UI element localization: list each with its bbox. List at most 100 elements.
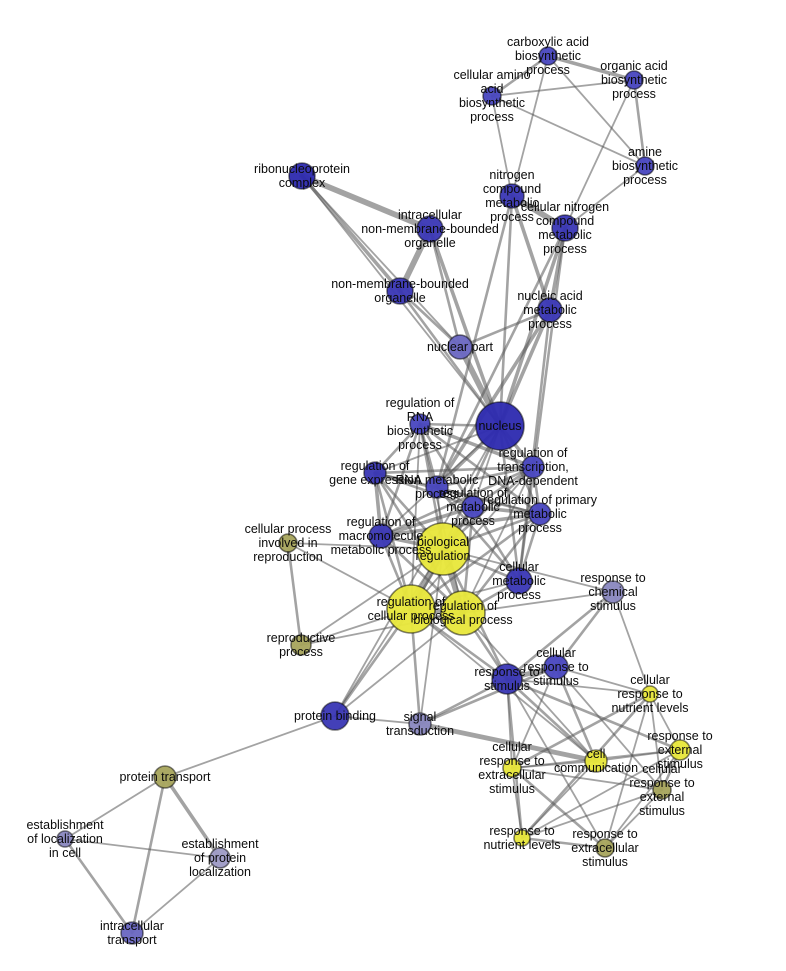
edge-cellnitrogen-cellmet [517,226,567,583]
edge-carbox-nitrogen [511,55,549,197]
edge-regtrans-regbio [462,466,534,614]
node-cellrespstim[interactable] [543,654,569,680]
node-respext[interactable] [669,739,691,761]
node-intranmb[interactable] [416,215,444,243]
edge-cellrespnutr-cellrespext [649,693,663,791]
edge-cellrepro-repro [286,541,303,647]
edge-amine-cellnitrogen [564,165,646,229]
edge-regmet-cellmet [471,505,521,583]
node-rnp[interactable] [288,162,316,190]
node-regmacro[interactable] [368,523,394,549]
node-nucleus[interactable] [475,401,525,451]
node-protbind[interactable] [320,701,350,731]
edge-cellnitrogen-rnamet [435,226,567,489]
edge-respext-respextracell [604,749,681,849]
node-prottrans[interactable] [153,765,177,789]
node-regprimary[interactable] [528,502,552,526]
node-estprotloc[interactable] [209,847,231,869]
edge-prottrans-intratrans [130,775,167,935]
edge-regRNAbio-regmet [418,422,475,509]
node-respnutr[interactable] [513,829,531,847]
edge-cellnitrogen-nucleus [498,226,567,428]
edge-protbind-prottrans [164,715,336,778]
node-amine[interactable] [635,156,655,176]
node-nitrogen[interactable] [499,183,525,209]
node-regmet[interactable] [461,495,485,519]
node-intratrans[interactable] [120,921,144,945]
edge-cellrespext-respextracell [604,789,663,849]
node-cellrespnutr[interactable] [641,685,659,703]
node-bioreg[interactable] [416,522,470,576]
edge-bioreg-repro [300,548,444,646]
edge-organic-amine [632,78,647,168]
edge-rnamet-cellmet [435,485,521,583]
node-aminoacid[interactable] [482,86,502,106]
edge-bioreg-respchem [442,548,614,593]
node-repro[interactable] [290,634,312,656]
node-cellrepro[interactable] [278,533,298,553]
node-regtrans[interactable] [521,455,545,479]
edge-respnutr-respextracell [520,836,607,850]
node-cellrespextracell[interactable] [502,758,522,778]
edge-regRNAbio-regtrans [418,422,535,469]
edge-regbio-respchem [462,591,614,614]
node-regbio[interactable] [440,590,486,636]
node-nmborg[interactable] [386,277,414,305]
node-respextracell[interactable] [595,838,615,858]
node-respchem[interactable] [601,580,625,604]
edge-rnp-intranmb [299,173,433,232]
node-sigtrans[interactable] [408,712,432,736]
node-regcell[interactable] [386,584,436,634]
node-respstim[interactable] [491,663,523,695]
node-estloc[interactable] [56,830,74,848]
node-cellcomm[interactable] [584,749,608,773]
node-carbox[interactable] [538,46,558,66]
node-cellrespext[interactable] [652,780,672,800]
node-nucacid[interactable] [537,297,563,323]
edge-nucleus-cellmet [498,424,521,583]
node-nucpart[interactable] [447,334,473,360]
edge-rnp-nmborg [300,174,402,293]
node-reggene[interactable] [363,461,387,485]
edge-respstim-respext [505,677,682,752]
node-label-nucleus: nucleus [478,419,521,433]
edge-aminoacid-nitrogen [491,95,513,197]
edge-aminoacid-amine [491,95,646,167]
edge-organic-cellnitrogen [564,79,635,229]
edge-carbox-amine [547,55,646,167]
node-regRNAbio[interactable] [409,413,431,435]
edge-carbox-organic [546,54,636,82]
node-label-prottrans: protein transport [119,770,211,784]
edge-respchem-cellrespnutr [612,591,651,695]
node-organic[interactable] [624,70,644,90]
edge-respchem-cellrespstim [554,590,615,669]
edge-respchem-respstim [505,590,615,681]
node-cellnitrogen[interactable] [551,214,579,242]
node-cellmet[interactable] [505,567,533,595]
edge-reggene-regmet [373,471,475,509]
edge-organic-aminoacid [491,79,635,97]
node-rnamet[interactable] [425,475,449,499]
edge-cellrespextracell-respextracell [510,766,607,850]
